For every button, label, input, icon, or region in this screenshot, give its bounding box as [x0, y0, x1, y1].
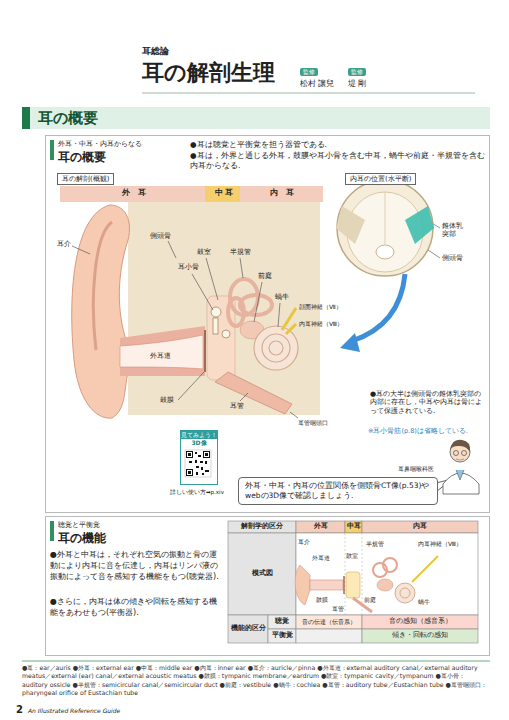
part-label: 半規管 [366, 540, 384, 547]
table-cell: 解剖学的区分 [228, 523, 296, 531]
panel-subtitle: 外耳・中耳・内耳からなる [58, 140, 188, 149]
book-title: An Illustrated Reference Guide [28, 707, 120, 714]
node-text: 耳の概要 [38, 107, 490, 129]
table-cell: 機能的区分 [228, 625, 268, 633]
part-label: 蝸牛 [275, 293, 289, 301]
node-text: 中 耳 [205, 186, 243, 199]
speech-bubble: 外耳・中耳・内耳の位置関係を側頭骨CT像(p.53)やwebの3D像で確認しまし… [238, 477, 438, 505]
part-label: 耳介 [298, 538, 310, 545]
region-header: 外 耳 [60, 186, 208, 202]
table-cell: 中耳 [345, 523, 362, 531]
part-label: 蝸牛 [418, 598, 430, 605]
bullet-text: ●さらに，内耳は体の傾きや回転を感知する機能をあわせもつ(平衡器). [50, 597, 222, 619]
bullet-text: ●耳は聴覚と平衡覚を担う器管である. [190, 140, 485, 150]
table-cell: 外耳 [296, 523, 345, 531]
page-title: 耳の解剖生理 [142, 60, 275, 86]
note-text: ※耳小骨筋(p.8)は省略している. [368, 428, 493, 436]
page-number: 2 [16, 704, 23, 716]
part-label: 内耳神経（Ⅷ） [299, 320, 343, 327]
region-header: 中 耳 [205, 186, 243, 202]
table-cell: 内耳 [362, 523, 478, 531]
table-cell: 傾き・回転の感知 [362, 632, 478, 640]
bullet-text: ●外耳と中耳は，それぞれ空気の振動と骨の運動により内耳に音を伝達し，内耳はリンパ… [50, 550, 222, 582]
table-cell: 模式図 [228, 569, 296, 577]
node-text: 耳の解剖(概観) [62, 175, 109, 183]
author-name: 堤 剛 [348, 79, 408, 88]
panel-subtitle: 聴覚と平衡覚 [58, 521, 188, 530]
role-badge: 監修 [300, 68, 318, 76]
qr-box: 見てみよう！3D像 [180, 430, 218, 485]
part-label: 鼓室 [197, 248, 211, 256]
figure-tab: 内耳の位置(水平断) [345, 173, 416, 185]
part-label: 耳管 [332, 605, 344, 612]
table-cell: 音の伝達（伝音系） [296, 618, 362, 625]
node-text: 外耳・中耳・内耳の位置関係を側頭骨CT像(p.53)やwebの3D像で確認しまし… [245, 481, 431, 501]
speaker-label: 耳鼻咽喉科医 [398, 465, 434, 472]
part-label: 鼓室 [346, 552, 358, 559]
chapter-label: 耳総論 [142, 46, 169, 57]
part-label: 側頭骨 [442, 254, 463, 262]
part-label: 耳管咽頭口 [298, 419, 328, 426]
node-text: 内 耳 [240, 186, 323, 199]
role-badge: 監修 [348, 68, 366, 76]
note-text: ●耳の大半は側頭骨の錐体乳突部の内部に存在し，中耳や内耳は骨によって保護されてい… [370, 390, 488, 415]
part-label: 前庭 [258, 272, 272, 280]
part-label: 耳介 [57, 240, 71, 248]
part-label: 錐体乳突部 [442, 222, 465, 239]
qr-title: 3D像 [181, 439, 217, 447]
part-label: 外耳道 [312, 554, 330, 561]
part-label: 顔面神経（Ⅶ） [299, 303, 342, 310]
table-cell: 平衡覚 [268, 632, 296, 640]
figure-tab: 耳の解剖(概観) [57, 173, 114, 185]
part-label: 側頭骨 [150, 232, 171, 240]
section-band: 耳の概要 [22, 107, 490, 129]
qr-caption: 見てみよう！ [181, 431, 217, 439]
panel-heading: 耳の機能 [58, 530, 188, 546]
part-label: 鼓膜 [160, 396, 174, 404]
part-label: 内耳神経（Ⅷ） [418, 540, 462, 547]
node-text: 内耳の位置(水平断) [350, 175, 411, 183]
table-cell: 音の感知（感音系） [362, 618, 478, 626]
glossary-footer: ●耳：ear／auris ●外耳：external ear ●中耳：middle… [22, 664, 490, 697]
node-text: 外 耳 [60, 186, 208, 199]
panel-heading: 耳の概要 [58, 149, 188, 165]
table-cell: 聴覚 [268, 618, 296, 626]
part-label: 耳小骨 [178, 263, 199, 271]
region-header: 内 耳 [240, 186, 323, 202]
part-label: 耳管 [230, 402, 244, 410]
part-label: 鼓膜 [316, 596, 328, 603]
part-label: 半規管 [230, 248, 251, 256]
part-label: 前庭 [364, 596, 376, 603]
info-panel: 外耳・中耳・内耳からなる耳の概要●耳は聴覚と平衡覚を担う器管である.●耳は，外界… [45, 135, 490, 513]
link-note: 詳しい使い方➡p.xiv [170, 489, 224, 496]
part-label: 外耳道 [150, 352, 171, 360]
bullet-text: ●耳は，外界と通じる外耳，鼓膜や耳小骨を含む中耳，蝸牛や前庭・半規管を含む内耳か… [190, 151, 485, 171]
